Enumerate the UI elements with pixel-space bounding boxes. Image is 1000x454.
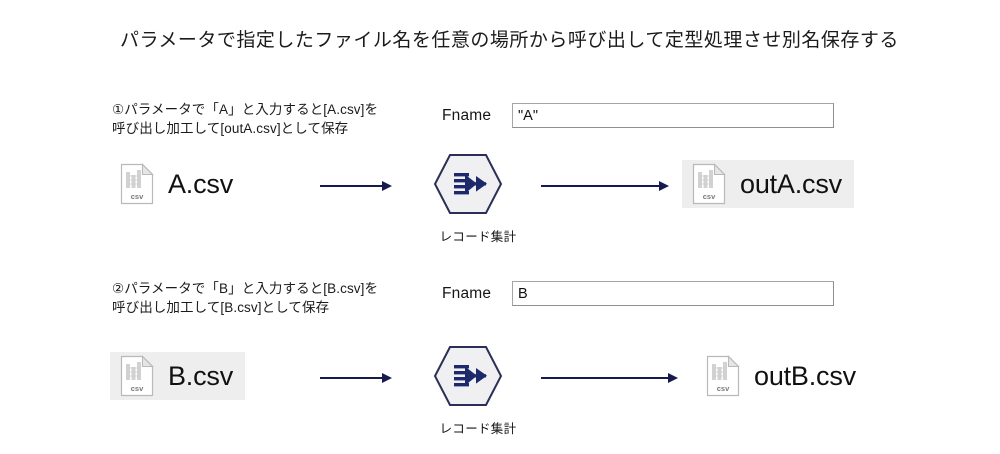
step-2-input-file-name: B.csv: [168, 360, 234, 391]
csv-icon-label: csv: [131, 384, 144, 393]
arrow-shaft: [541, 377, 669, 379]
step-2-caption-line-2: 呼び出し加工して[B.csv]として保存: [112, 300, 330, 315]
step-1-caption-line-2: 呼び出し加工して[outA.csv]として保存: [112, 121, 349, 136]
arrow-head-icon: [382, 180, 392, 191]
arrow-shaft: [320, 377, 383, 379]
csv-icon-label: csv: [717, 384, 730, 393]
step-1-arrow-to-process: [320, 180, 392, 192]
step-1-output-file[interactable]: csv outA.csv: [682, 160, 854, 208]
step-2-fname-label: Fname: [442, 285, 492, 302]
csv-icon-label: csv: [703, 192, 716, 201]
step-1-process-node[interactable]: レコード集計: [432, 152, 524, 245]
arrow-shaft: [541, 185, 660, 187]
csv-file-icon: csv: [706, 355, 740, 397]
step-2-process-node[interactable]: レコード集計: [432, 344, 524, 437]
step-2-caption-line-1: ②パラメータで「B」と入力すると[B.csv]を: [112, 281, 379, 296]
csv-file-icon: csv: [692, 163, 726, 205]
step-1-fname-input[interactable]: [512, 103, 834, 128]
step-1-caption-line-1: ①パラメータで「A」と入力すると[A.csv]を: [112, 102, 379, 117]
step-1-output-file-name: outA.csv: [740, 168, 842, 199]
step-2-output-file[interactable]: csv outB.csv: [696, 352, 868, 400]
arrow-shaft: [320, 185, 383, 187]
step-2-output-file-name: outB.csv: [754, 360, 856, 391]
step-2-process-label: レコード集計: [439, 422, 517, 436]
record-aggregate-icon: [432, 346, 504, 412]
step-1-fname-field-row: Fname: [442, 103, 842, 129]
step-2-arrow-to-process: [320, 372, 392, 384]
step-2-arrow-to-output: [541, 372, 678, 384]
step-2-fname-field-row: Fname: [442, 281, 842, 307]
step-1-fname-label: Fname: [442, 107, 492, 124]
record-aggregate-icon: [432, 154, 504, 220]
arrow-head-icon: [668, 372, 678, 383]
step-1-input-file[interactable]: csv A.csv: [110, 160, 245, 208]
csv-icon-label: csv: [131, 192, 144, 201]
step-1-caption: ①パラメータで「A」と入力すると[A.csv]を 呼び出し加工して[outA.c…: [112, 100, 378, 138]
arrow-head-icon: [382, 372, 392, 383]
step-2-fname-input[interactable]: [512, 281, 834, 306]
step-1-input-file-name: A.csv: [168, 168, 234, 199]
csv-file-icon: csv: [120, 163, 154, 205]
step-2-caption: ②パラメータで「B」と入力すると[B.csv]を 呼び出し加工して[B.csv]…: [112, 279, 378, 317]
arrow-head-icon: [659, 180, 669, 191]
step-2-input-file[interactable]: csv B.csv: [110, 352, 246, 400]
step-1-arrow-to-output: [541, 180, 669, 192]
step-1-process-label: レコード集計: [439, 230, 517, 244]
csv-file-icon: csv: [120, 355, 154, 397]
page-title: パラメータで指定したファイル名を任意の場所から呼び出して定型処理させ別名保存する: [120, 30, 899, 51]
